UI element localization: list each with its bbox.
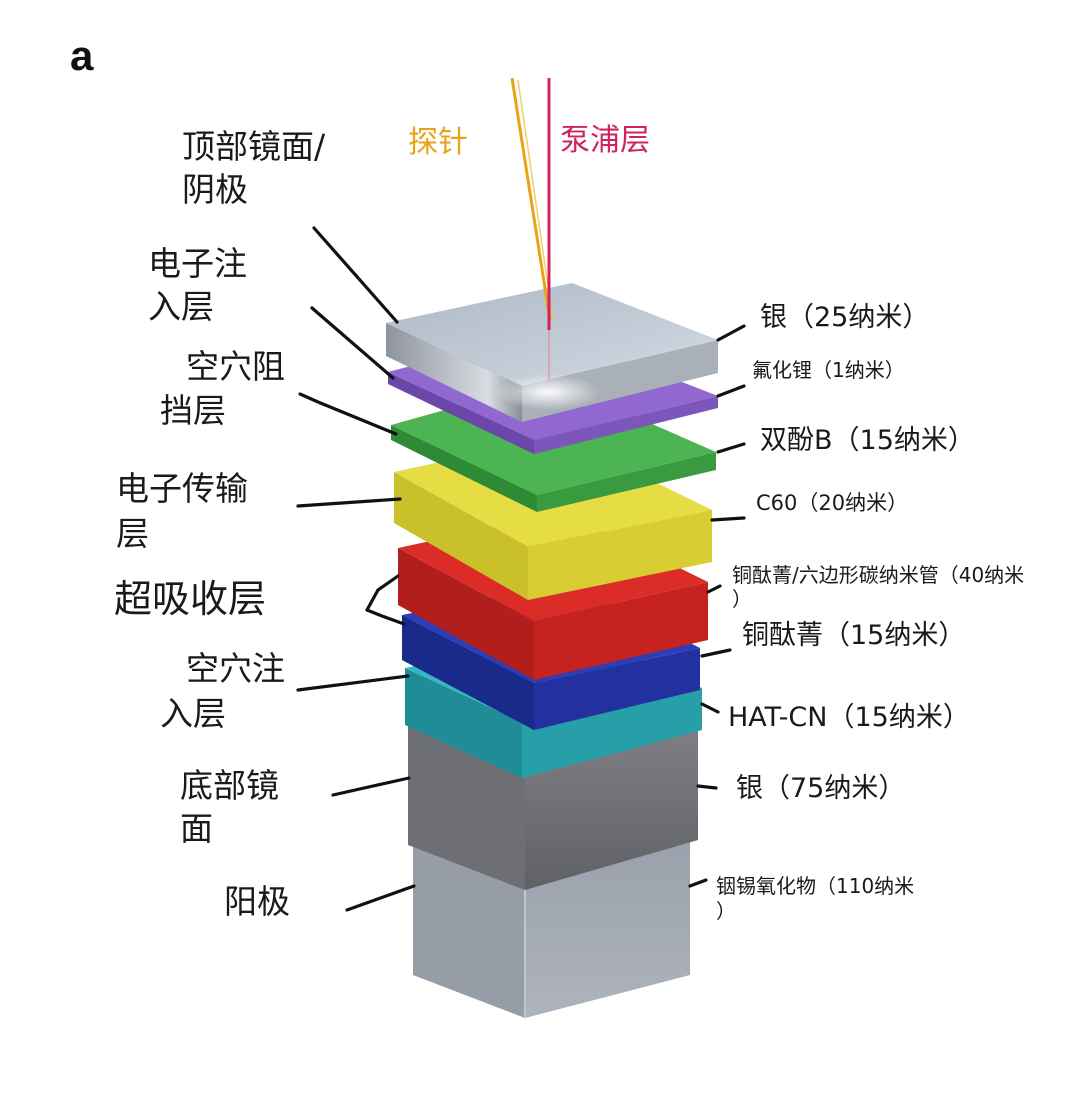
label-silver-75nm: 银（75纳米） bbox=[736, 773, 905, 804]
label-electron-transport-line1: 电子传输 bbox=[116, 469, 248, 508]
label-hatcn-15nm: HAT-CN（15纳米） bbox=[728, 702, 970, 733]
label-c60-20nm: C60（20纳米） bbox=[756, 491, 908, 515]
label-top-mirror-line2: 阴极 bbox=[182, 170, 248, 209]
label-anode: 阳极 bbox=[224, 882, 290, 921]
label-ito-110nm-line1: 铟锡氧化物（110纳米 bbox=[716, 874, 914, 898]
panel-letter: a bbox=[70, 32, 94, 79]
left-leader-lines bbox=[296, 226, 416, 912]
right-leader-lines bbox=[688, 324, 746, 888]
label-cupc-15nm: 铜酞菁（15纳米） bbox=[742, 620, 965, 651]
label-electron-injection-line2: 入层 bbox=[148, 287, 214, 326]
label-hole-blocking-line2: 挡层 bbox=[160, 391, 226, 430]
label-electron-injection-line1: 电子注 bbox=[148, 244, 247, 283]
label-lif-1nm: 氟化锂（1纳米） bbox=[752, 358, 905, 382]
probe-label: 探针 bbox=[408, 125, 468, 160]
silver-top-layer bbox=[386, 283, 718, 422]
label-hole-injection-line2: 入层 bbox=[160, 694, 226, 733]
label-hole-blocking-line1: 空穴阻 bbox=[186, 347, 285, 386]
pump-label: 泵浦层 bbox=[560, 123, 650, 158]
label-cupc-mix-40nm-line1: 铜酞菁/六边形碳纳米管（40纳米 bbox=[732, 563, 1024, 587]
label-ito-110nm-line2: ） bbox=[716, 899, 736, 923]
label-cupc-mix-40nm-line2: ） bbox=[732, 587, 752, 611]
label-bphen-15nm: 双酚B（15纳米） bbox=[760, 425, 975, 456]
label-bottom-mirror-line1: 底部镜 bbox=[180, 766, 279, 805]
label-top-mirror-line1: 顶部镜面/ bbox=[182, 127, 326, 166]
probe-beam bbox=[510, 77, 554, 321]
label-hole-injection-line1: 空穴注 bbox=[186, 649, 285, 688]
label-superabsorbing: 超吸收层 bbox=[114, 577, 266, 621]
label-silver-25nm: 银（25纳米） bbox=[760, 302, 929, 333]
label-bottom-mirror-line2: 面 bbox=[180, 809, 213, 848]
label-electron-transport-line2: 层 bbox=[116, 514, 149, 553]
